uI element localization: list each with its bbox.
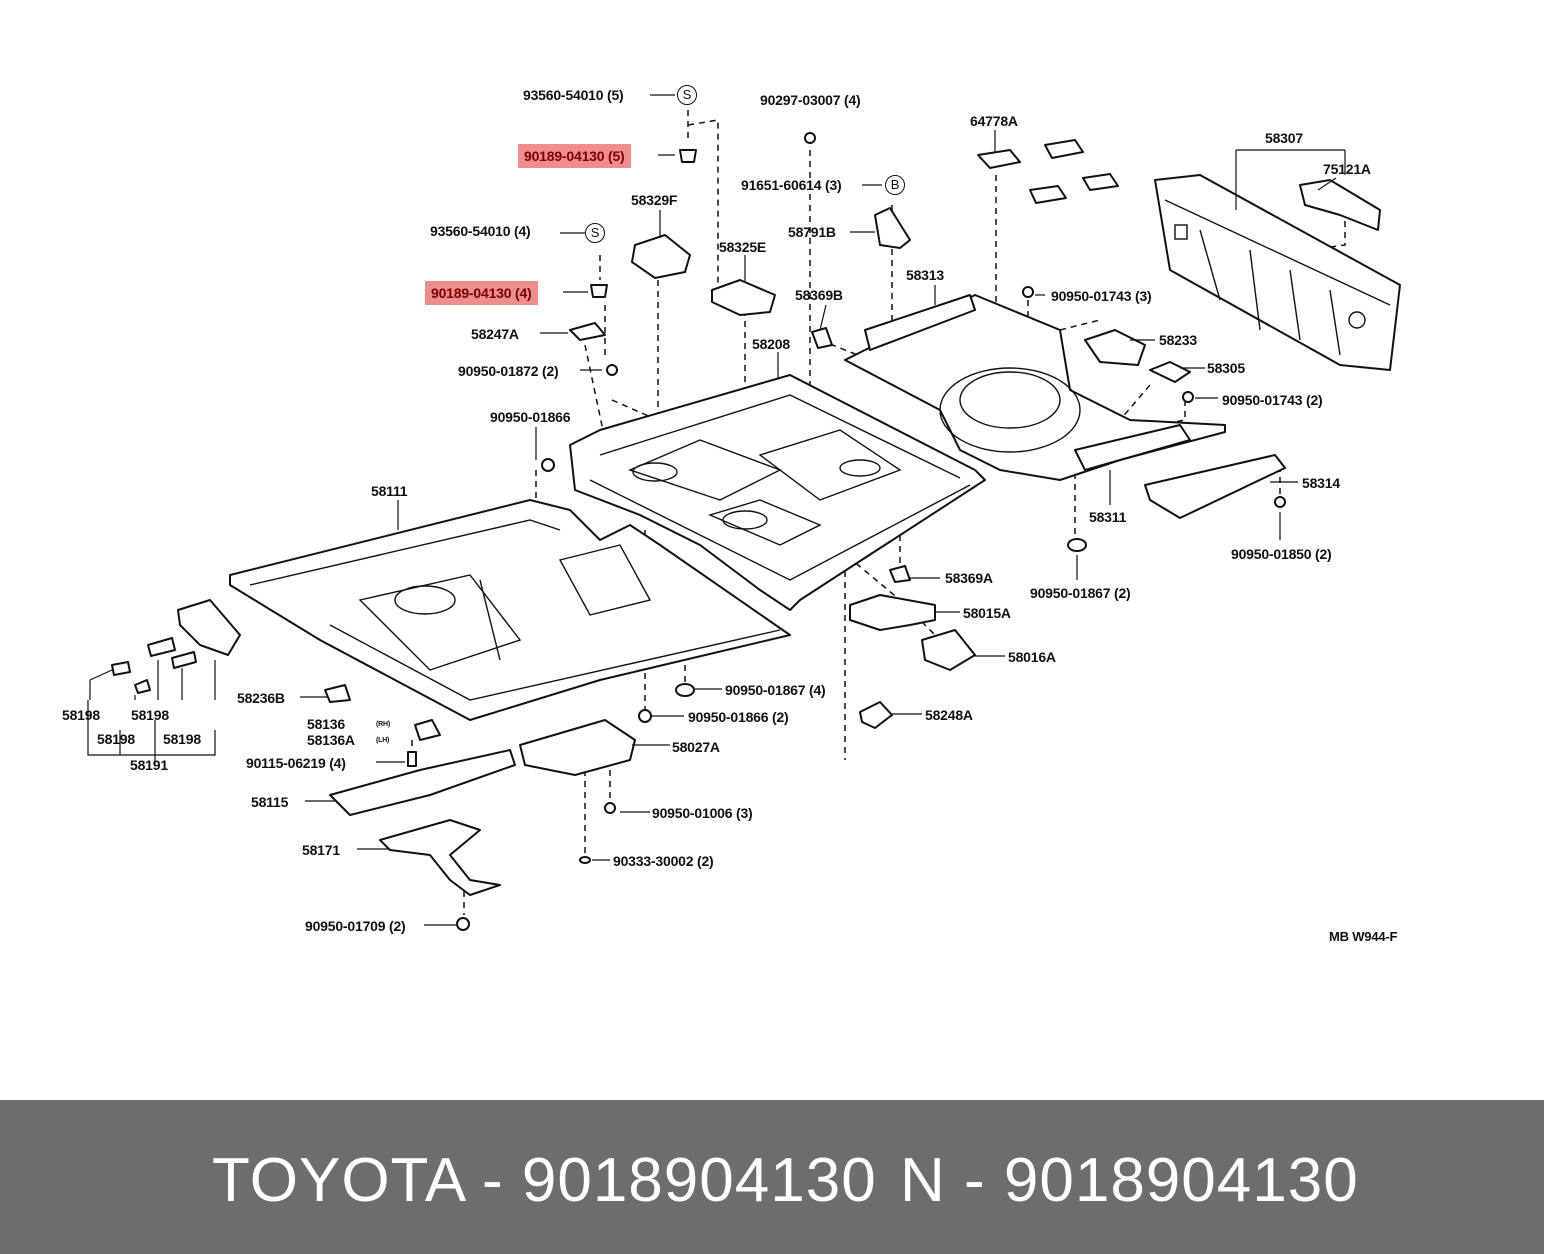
part-label-90950-01006: 90950-01006 (3) bbox=[652, 805, 753, 821]
part-label-58198-c: 58198 bbox=[97, 731, 135, 747]
part-label-58136: 58136 bbox=[307, 716, 345, 732]
part-label-90950-01743-a: 90950-01743 (3) bbox=[1051, 288, 1152, 304]
banner-brand-part-number: TOYOTA - 9018904130 bbox=[212, 1146, 877, 1215]
rear-body-panel bbox=[1154, 174, 1401, 371]
part-label-75121a: 75121A bbox=[1323, 161, 1371, 177]
part-label-58314: 58314 bbox=[1302, 475, 1340, 491]
symbol-b-circle: B bbox=[885, 175, 905, 195]
part-label-91651-60614: 91651-60614 (3) bbox=[741, 177, 842, 193]
fasteners bbox=[111, 132, 1286, 931]
symbol-s-circle: S bbox=[677, 85, 697, 105]
part-label-58307: 58307 bbox=[1265, 130, 1303, 146]
part-label-90950-01867-a: 90950-01867 (2) bbox=[1030, 585, 1131, 601]
part-label-58198-b: 58198 bbox=[131, 707, 169, 723]
side-label-lh: (LH) bbox=[376, 737, 390, 744]
part-label-90950-01709: 90950-01709 (2) bbox=[305, 918, 406, 934]
part-label-90950-01743-b: 90950-01743 (2) bbox=[1222, 392, 1323, 408]
side-label-rh: (RH) bbox=[376, 721, 390, 728]
part-label-58115: 58115 bbox=[251, 794, 289, 810]
part-label-58015a: 58015A bbox=[963, 605, 1011, 621]
part-label-90333-30002: 90333-30002 (2) bbox=[613, 853, 714, 869]
rear-floor-pan bbox=[569, 374, 986, 611]
part-label-58198-d: 58198 bbox=[163, 731, 201, 747]
part-label-90950-01866-b: 90950-01866 (2) bbox=[688, 709, 789, 725]
part-label-64778a: 64778A bbox=[970, 113, 1018, 129]
parts-diagram: 93560-54010 (5) 90189-04130 (5) 90297-03… bbox=[62, 85, 1401, 944]
part-label-93560-54010: 93560-54010 (5) bbox=[523, 87, 624, 103]
part-label-58791b: 58791B bbox=[788, 224, 836, 240]
part-label-58369b: 58369B bbox=[795, 287, 843, 303]
small-parts bbox=[177, 207, 1286, 896]
part-label-58311: 58311 bbox=[1089, 509, 1127, 525]
part-label-58233: 58233 bbox=[1159, 332, 1197, 348]
pads bbox=[977, 139, 1119, 204]
part-label-58248a: 58248A bbox=[925, 707, 973, 723]
part-label-58236b: 58236B bbox=[237, 690, 285, 706]
leader-lines bbox=[87, 94, 1346, 926]
part-label-90297-03007: 90297-03007 (4) bbox=[760, 92, 861, 108]
part-label-58208: 58208 bbox=[752, 336, 790, 352]
part-label-58171: 58171 bbox=[302, 842, 340, 858]
part-label-58325e: 58325E bbox=[719, 239, 767, 255]
front-floor-pan bbox=[229, 499, 791, 721]
part-label-90950-01866: 90950-01866 bbox=[490, 409, 571, 425]
part-number-banner: TOYOTA - 9018904130 N - 9018904130 bbox=[0, 1100, 1544, 1254]
diagram-reference-code: MB W944-F bbox=[1329, 929, 1398, 944]
part-label-58136a: 58136A bbox=[307, 732, 355, 748]
diagram-drawing bbox=[87, 94, 1401, 931]
symbol-s-circle-b: S bbox=[585, 223, 605, 243]
part-label-58191: 58191 bbox=[130, 757, 168, 773]
part-label-93560-54010-b: 93560-54010 (4) bbox=[430, 223, 531, 239]
part-label-58329f: 58329F bbox=[631, 192, 678, 208]
part-label-58369a: 58369A bbox=[945, 570, 993, 586]
part-label-58016a: 58016A bbox=[1008, 649, 1056, 665]
part-label-58198-a: 58198 bbox=[62, 707, 100, 723]
part-label-90189-04130-b-highlighted: 90189-04130 (4) bbox=[425, 281, 538, 305]
spare-tire-well bbox=[844, 294, 1226, 481]
part-label-58247a: 58247A bbox=[471, 326, 519, 342]
part-label-58305: 58305 bbox=[1207, 360, 1245, 376]
part-label-90950-01867-b: 90950-01867 (4) bbox=[725, 682, 826, 698]
part-label-58313: 58313 bbox=[906, 267, 944, 283]
part-label-90950-01872: 90950-01872 (2) bbox=[458, 363, 559, 379]
banner-n-part-number: N - 9018904130 bbox=[900, 1146, 1359, 1215]
part-label-90950-01850: 90950-01850 (2) bbox=[1231, 546, 1332, 562]
part-label-58027a: 58027A bbox=[672, 739, 720, 755]
part-label-90115-06219: 90115-06219 (4) bbox=[246, 755, 346, 771]
part-label-58111: 58111 bbox=[371, 483, 408, 499]
part-label-90189-04130-highlighted: 90189-04130 (5) bbox=[518, 144, 631, 168]
